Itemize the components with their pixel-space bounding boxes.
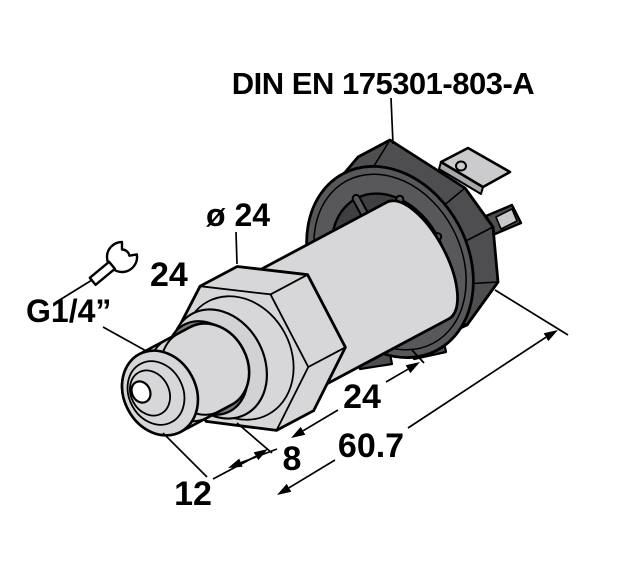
dim-body-length: 24 [291, 362, 420, 438]
dim-hex-section: 8 [228, 440, 301, 478]
threaded-port [120, 322, 251, 437]
thread-leader-line [102, 326, 149, 353]
din-standard-label: DIN EN 175301-803-A [232, 66, 534, 101]
dim-overall-length: 60.7 [277, 330, 558, 495]
ext-line-housing-left [411, 349, 425, 364]
annotations: DIN EN 175301-803-A ø 24 24 G1/4” [26, 66, 535, 353]
dim-body-length-value: 24 [343, 378, 381, 416]
ext-line-housing-right [494, 289, 569, 336]
ext-line-thread-root [236, 422, 273, 454]
nut-facet-lines [199, 273, 346, 431]
dimension-lines: 12 8 24 60.7 [162, 289, 569, 513]
thread-label: G1/4” [26, 293, 111, 329]
dim-hex-section-value: 8 [283, 440, 302, 478]
diameter-leader-line [235, 231, 238, 265]
diameter-label: ø 24 [206, 197, 270, 233]
terminal-hole [455, 160, 467, 172]
spade-terminal [438, 146, 512, 195]
wrench-icon [57, 240, 139, 302]
dim-overall-length-value: 60.7 [338, 427, 404, 465]
wrench-size-label: 24 [150, 256, 188, 294]
pressure-port-hole [130, 380, 152, 404]
ext-line-thread-tip [162, 432, 208, 478]
dim-thread-length-value: 12 [174, 475, 212, 513]
port-face [120, 349, 200, 437]
din-leader-line [390, 97, 394, 145]
